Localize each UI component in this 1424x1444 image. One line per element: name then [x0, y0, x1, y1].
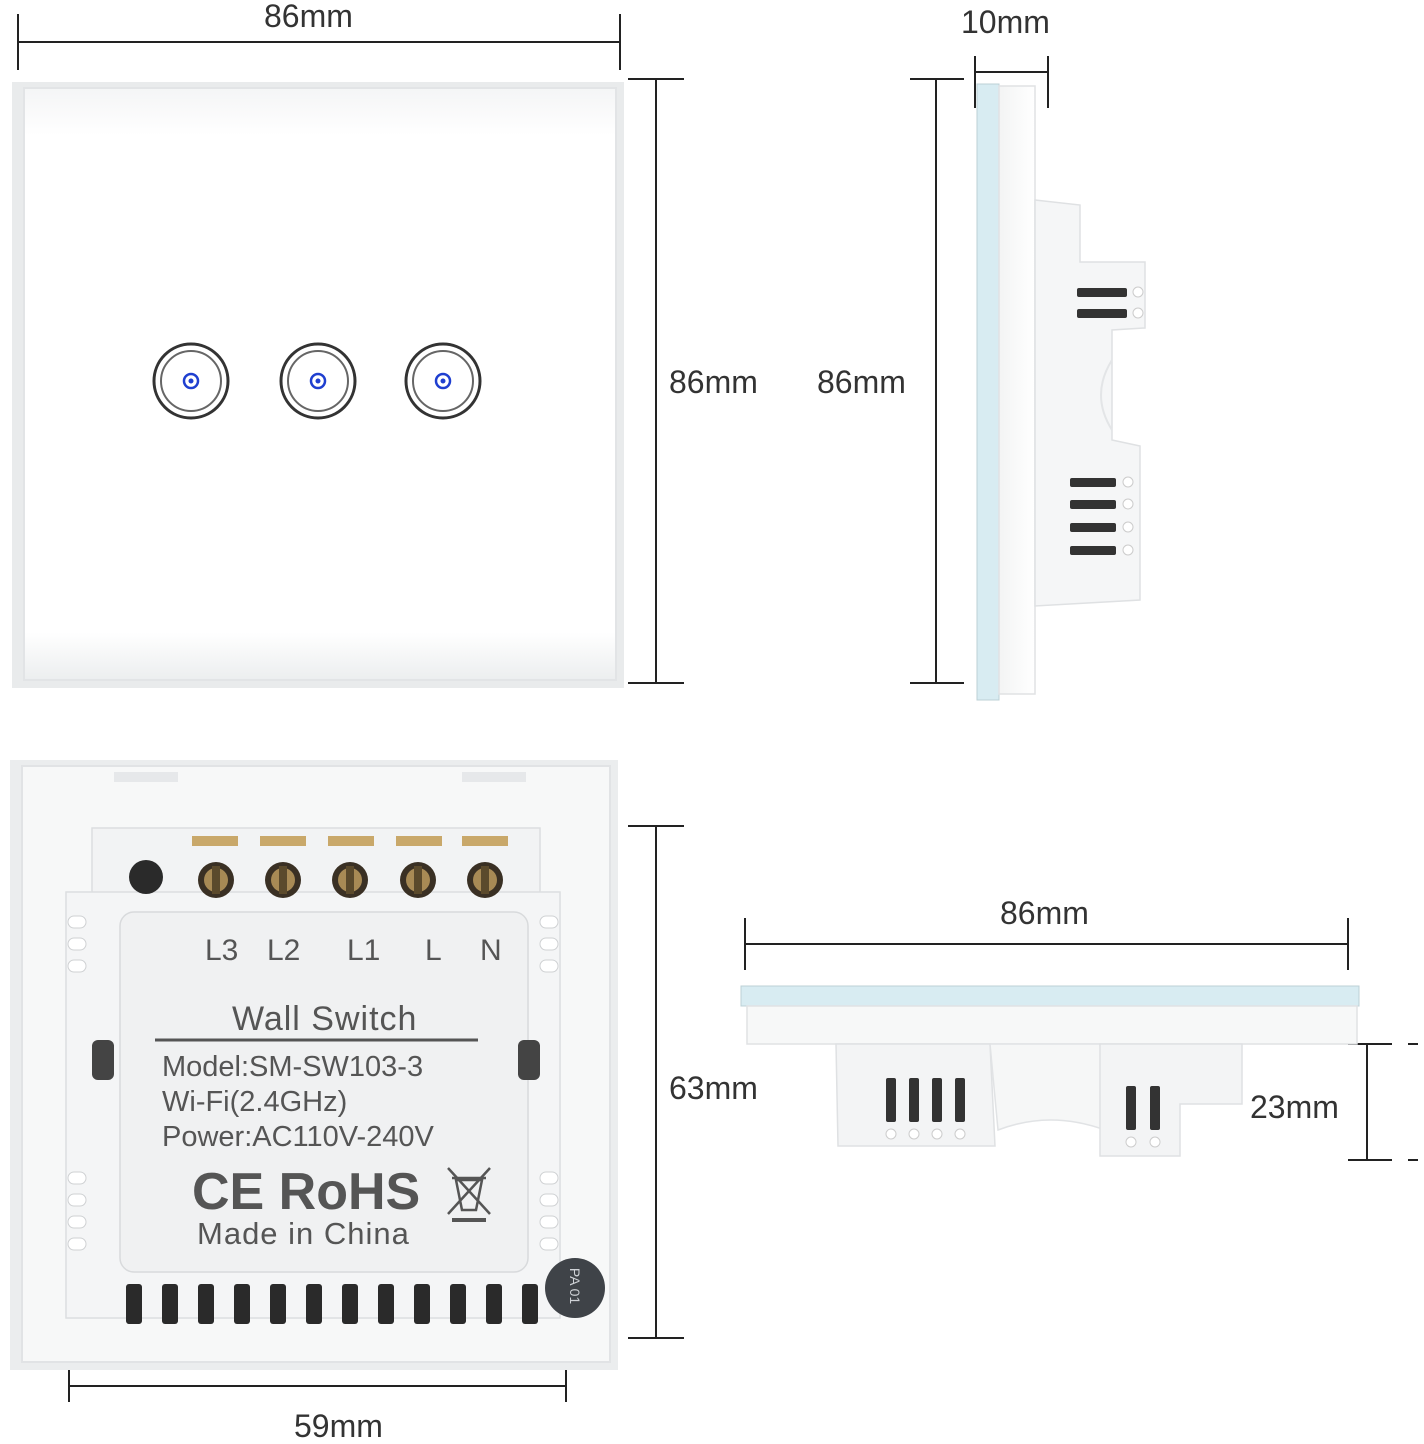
- dimension-ticks: [1408, 1043, 1424, 1161]
- back-width-label: 59mm: [294, 1408, 383, 1444]
- dimension-lines: [17, 14, 1392, 1402]
- front-panel: [12, 82, 624, 688]
- side-height-label: 86mm: [817, 364, 906, 400]
- bottom-depth-label: 23mm: [1250, 1089, 1339, 1125]
- touch-button-2[interactable]: [279, 342, 357, 420]
- terminal-label-l3: L3: [205, 934, 239, 967]
- weee-icon: [447, 1167, 491, 1222]
- front-height-label: 86mm: [669, 364, 758, 400]
- back-vents: [126, 1284, 538, 1324]
- side-thickness-label: 10mm: [961, 4, 1050, 40]
- terminal-screws: [129, 836, 508, 898]
- side-view: [976, 83, 1146, 701]
- touch-button-3[interactable]: [404, 342, 482, 420]
- terminal-label-l: L: [425, 934, 442, 967]
- touch-button-1[interactable]: [152, 342, 230, 420]
- terminal-label-l1: L1: [347, 934, 381, 967]
- label-power: Power:AC110V-240V: [162, 1121, 434, 1153]
- terminal-label-n: N: [480, 934, 502, 967]
- sticker-text: PA 01: [567, 1267, 584, 1305]
- label-wifi: Wi-Fi(2.4GHz): [162, 1086, 348, 1118]
- bottom-width-label: 86mm: [1000, 895, 1089, 931]
- label-cert: CE RoHS: [192, 1163, 421, 1221]
- label-origin: Made in China: [197, 1216, 410, 1251]
- back-view: [10, 760, 618, 1370]
- sticker: [545, 1258, 605, 1318]
- back-height-label: 63mm: [669, 1070, 758, 1106]
- label-model: Model:SM-SW103-3: [162, 1051, 424, 1083]
- front-width-label: 86mm: [264, 0, 353, 34]
- bottom-view: [740, 985, 1360, 1157]
- terminal-label-l2: L2: [267, 934, 301, 967]
- label-title: Wall Switch: [232, 1000, 418, 1038]
